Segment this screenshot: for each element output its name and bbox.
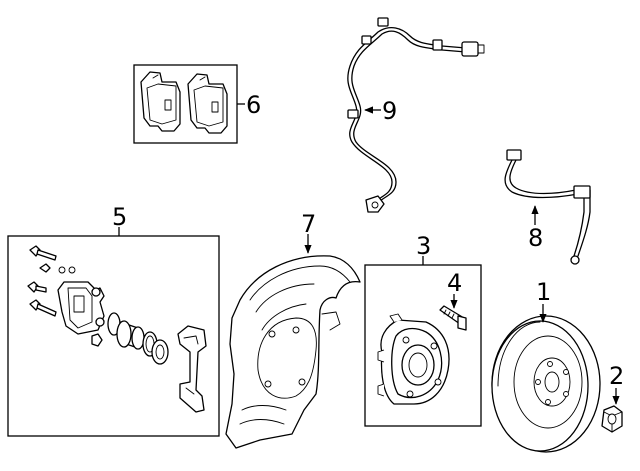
- callout-6-label: 6: [246, 91, 261, 119]
- brake-pad-right: [187, 73, 228, 134]
- callout-2-label: 2: [609, 362, 624, 390]
- callout-8-label: 8: [528, 224, 543, 252]
- brake-hose[interactable]: 8: [504, 149, 591, 265]
- brake-rotor[interactable]: 1: [491, 278, 601, 453]
- callout-7-label: 7: [301, 210, 316, 238]
- caliper-bolts: [27, 245, 76, 317]
- hub-body: [377, 313, 450, 405]
- wire-connector: [461, 41, 479, 57]
- hose-fitting-bottom: [570, 255, 580, 265]
- hose-fitting-top: [506, 149, 522, 161]
- callout-5-label: 5: [112, 203, 127, 231]
- callout-1-label: 1: [536, 278, 551, 306]
- hub-nut[interactable]: 2: [601, 362, 624, 433]
- caliper-piston: [107, 312, 169, 365]
- brake-pad-left: [140, 71, 181, 132]
- callout-9-label: 9: [382, 97, 397, 125]
- abs-sensor-wire[interactable]: 9: [347, 17, 485, 213]
- dust-shield[interactable]: 7: [225, 210, 361, 449]
- caliper-assembly[interactable]: 5: [7, 203, 220, 437]
- caliper-bracket: [177, 325, 207, 413]
- callout-3-label: 3: [416, 232, 431, 260]
- hub-bolt: [439, 305, 467, 331]
- brake-pads[interactable]: 6: [133, 64, 261, 144]
- callout-4-label: 4: [447, 269, 462, 297]
- caliper-body: [57, 281, 105, 347]
- caliper-box: [7, 235, 220, 437]
- hub-assembly[interactable]: 3 4: [364, 232, 482, 427]
